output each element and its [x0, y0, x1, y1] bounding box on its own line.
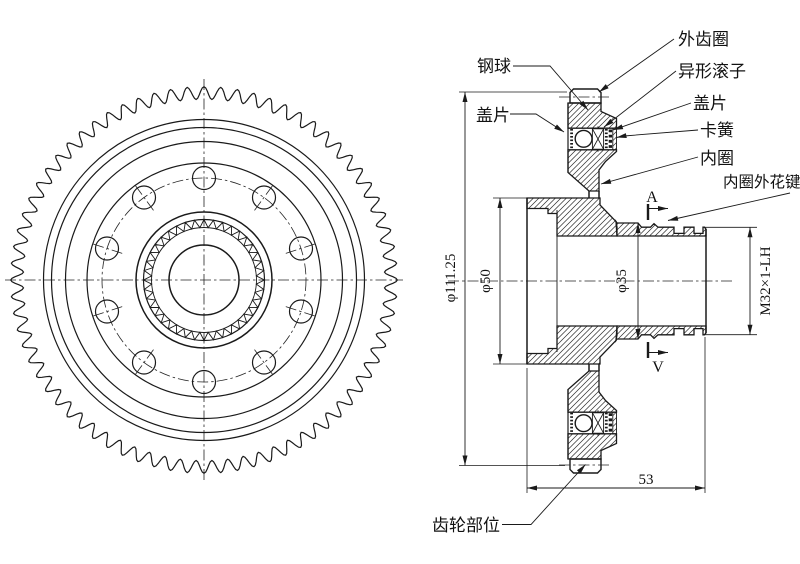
cup-wall-lower [526, 325, 618, 365]
steel-ball [574, 129, 593, 148]
bolt-hole-centerline [254, 349, 274, 376]
shaft-wall-lower [615, 325, 707, 343]
bolt-hole [251, 350, 277, 375]
dim-cup-diameter: φ50 [478, 269, 494, 293]
bolt-hole [191, 165, 217, 191]
label-cover-left: 盖片 [476, 106, 510, 125]
label-inner-ring: 内圈 [700, 149, 734, 168]
bolt-hole-centerline [285, 306, 317, 317]
label-circlip: 卡簧 [700, 121, 734, 140]
bolt-hole-centerline [91, 306, 123, 317]
profiled-roller-section [591, 126, 605, 152]
steel-ball-bottom [574, 414, 593, 433]
bolt-circle-centerline [101, 177, 307, 383]
part-labels: 钢球 盖片 外齿圈 异形滚子 盖片 卡簧 内圈 内圈外花键 齿轮部位 [432, 30, 800, 535]
lower-bearing-assembly [559, 364, 618, 474]
profiled-roller-section-bottom [591, 410, 605, 436]
dim-pitch-diameter: φ111.25 [443, 254, 459, 303]
gear-teeth-outline [9, 85, 399, 475]
section-marks: A V [646, 189, 668, 376]
bolt-hole [94, 236, 120, 261]
bolt-hole [288, 299, 314, 324]
label-cover-right: 盖片 [693, 94, 727, 113]
bolt-hole [251, 185, 277, 210]
label-profiled-roller: 异形滚子 [678, 62, 746, 81]
shaft-wall-upper [615, 219, 707, 237]
dim-shaft-diameter: φ35 [614, 269, 630, 293]
bolt-hole-centerline [134, 184, 154, 211]
bolt-hole [131, 185, 157, 210]
label-gear-part: 齿轮部位 [432, 516, 500, 535]
outer-ring-section-top [567, 102, 618, 129]
bolt-hole-centerline [254, 184, 274, 211]
bolt-hole [288, 236, 314, 261]
outer-ring-shoulder [612, 127, 617, 151]
cup-wall-upper [526, 197, 618, 237]
gear-section-view [448, 88, 733, 474]
bolt-hole [191, 369, 217, 395]
outer-ring-shoulder-bottom [612, 411, 617, 435]
label-steel-ball: 钢球 [477, 57, 511, 76]
inner-ring-section-bottom [567, 370, 618, 413]
gear-front-view [5, 79, 403, 482]
bolt-hole-centerline [134, 349, 154, 376]
dimensions: φ111.25 φ50 φ35 M32×1-LH 53 [443, 91, 774, 493]
bolt-hole [94, 299, 120, 324]
bolt-hole-centerline [91, 243, 123, 254]
internal-spline-teeth [142, 218, 266, 342]
section-label-bottom: V [652, 359, 664, 376]
label-inner-ring-spline: 内圈外花键 [723, 173, 800, 191]
outer-gear-ring-blank-top [569, 88, 602, 104]
outer-gear-ring-blank-bottom [569, 458, 602, 474]
dim-thread-spec: M32×1-LH [758, 246, 774, 315]
inner-ring-section-top [567, 149, 618, 192]
outer-ring-section-bottom [567, 433, 618, 460]
label-outer-gear-ring: 外齿圈 [678, 30, 729, 49]
bolt-hole [131, 350, 157, 375]
bolt-holes [91, 165, 317, 395]
section-label-top: A [646, 189, 658, 206]
dim-length: 53 [639, 472, 654, 488]
bolt-hole-centerline [285, 243, 317, 254]
